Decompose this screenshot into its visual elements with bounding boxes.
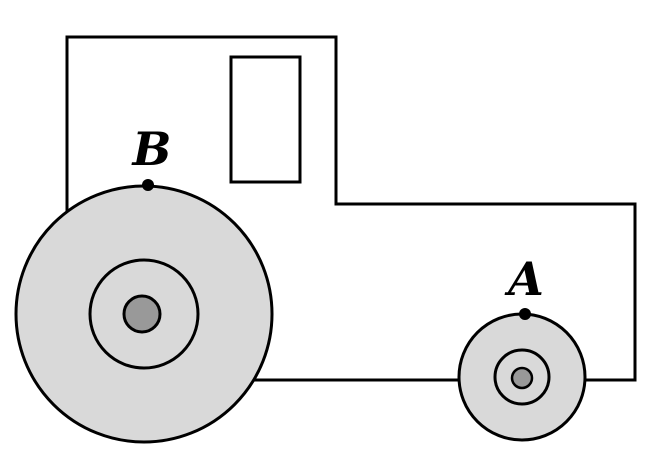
point-a-marker bbox=[519, 308, 531, 320]
front-wheel bbox=[457, 312, 587, 442]
rear-wheel bbox=[14, 184, 274, 444]
front-wheel-hub bbox=[510, 366, 534, 390]
rear-wheel-hub bbox=[122, 294, 162, 334]
cab-window bbox=[229, 55, 302, 184]
point-b-label: B bbox=[131, 122, 172, 176]
point-a-label: A bbox=[504, 252, 544, 306]
point-b-marker bbox=[142, 179, 154, 191]
